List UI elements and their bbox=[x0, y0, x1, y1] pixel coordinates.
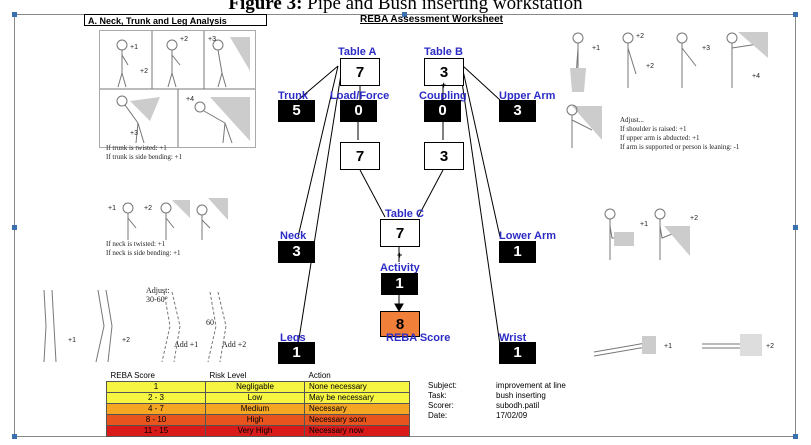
arm-score-1: +1 bbox=[592, 45, 600, 52]
trunk-adjust-note: If trunk is twisted: +1 If trunk is side… bbox=[106, 144, 182, 162]
header-reba-score: REBA Score bbox=[107, 371, 206, 382]
lower-arm-score-1: +1 bbox=[640, 221, 648, 228]
trunk-posture-icon: +1 +2 +2 +3 +4 +3 bbox=[100, 31, 255, 147]
trunk-posture-figures: +1 +2 +2 +3 +4 +3 bbox=[99, 30, 256, 148]
arm-score-2: +2 bbox=[636, 33, 644, 40]
lower-arm-posture-figures: +1 +2 bbox=[590, 206, 720, 262]
header-action: Action bbox=[305, 371, 410, 382]
info-key: Scorer: bbox=[428, 401, 496, 411]
load-force-value: 0 bbox=[340, 100, 377, 122]
score-b-total: 3 bbox=[424, 142, 464, 170]
legs-add2-note: Add +2 bbox=[222, 340, 246, 349]
activity-value: 1 bbox=[381, 273, 418, 295]
legs-add1-note: Add +1 bbox=[174, 340, 198, 349]
plus-sign: + bbox=[397, 250, 402, 260]
reba-score-table: REBA Score Risk Level Action 1 Negligabl… bbox=[106, 371, 410, 437]
neck-value: 3 bbox=[278, 241, 315, 263]
legs-adjust-note: Adjust: 30-60° bbox=[146, 286, 170, 304]
row-action: Necessary soon bbox=[305, 415, 410, 426]
info-key: Subject: bbox=[428, 381, 496, 391]
coupling-value: 0 bbox=[424, 100, 461, 122]
table-row: 4 - 7 Medium Necessary bbox=[107, 404, 410, 415]
upper-arm-posture-figures: +1 +2 +2 +3 +4 bbox=[562, 28, 772, 100]
leg-score-2: +2 bbox=[122, 337, 130, 344]
lower-arm-score-2: +2 bbox=[690, 215, 698, 222]
table-c-value: 7 bbox=[380, 219, 420, 247]
trunk-score-6: +3 bbox=[130, 130, 138, 137]
upper-arm-adjust-note: Adjust... If shoulder is raised: +1 If u… bbox=[620, 116, 739, 152]
row-action: May be necessary bbox=[305, 393, 410, 404]
wrist-score-1: +1 bbox=[664, 343, 672, 350]
wrist-score-2: +2 bbox=[766, 343, 774, 350]
table-header-row: REBA Score Risk Level Action bbox=[107, 371, 410, 382]
row-action: None necessary bbox=[305, 382, 410, 393]
neck-posture-figures: +1 +2 bbox=[104, 196, 228, 242]
legs-60-note: 60 bbox=[206, 318, 214, 327]
row-score: 11 - 15 bbox=[107, 426, 206, 437]
info-value: bush inserting bbox=[496, 391, 572, 401]
wrist-value: 1 bbox=[499, 342, 536, 364]
neck-adjust-note: If neck is twisted: +1 If neck is side b… bbox=[106, 240, 181, 258]
row-score: 2 - 3 bbox=[107, 393, 206, 404]
row-score: 8 - 10 bbox=[107, 415, 206, 426]
assessment-info: Subject:improvement at line Task:bush in… bbox=[428, 381, 572, 421]
neck-posture-icon: +1 +2 bbox=[104, 196, 228, 242]
upper-arm-value: 3 bbox=[499, 100, 536, 122]
trunk-score-3: +2 bbox=[140, 68, 148, 75]
lower-arm-posture-icon: +1 +2 bbox=[590, 206, 720, 262]
info-key: Task: bbox=[428, 391, 496, 401]
neck-score-2: +2 bbox=[144, 205, 152, 212]
plus-sign: + bbox=[441, 80, 446, 90]
trunk-score-4: +3 bbox=[208, 36, 216, 43]
info-value: 17/02/09 bbox=[496, 411, 572, 421]
trunk-score-1: +1 bbox=[130, 44, 138, 51]
row-risk: Medium bbox=[206, 404, 305, 415]
score-a-total: 7 bbox=[340, 142, 380, 170]
info-value: subodh.patil bbox=[496, 401, 572, 411]
table-row: 1 Negligable None necessary bbox=[107, 382, 410, 393]
arm-score-3: +2 bbox=[646, 63, 654, 70]
reba-score-label: REBA Score bbox=[386, 332, 450, 344]
arm-score-5: +4 bbox=[752, 73, 760, 80]
wrist-posture-icon: +1 +2 bbox=[590, 330, 780, 362]
row-score: 1 bbox=[107, 382, 206, 393]
row-action: Necessary bbox=[305, 404, 410, 415]
table-row: 2 - 3 Low May be necessary bbox=[107, 393, 410, 404]
neck-score-1: +1 bbox=[108, 205, 116, 212]
arm-score-4: +3 bbox=[702, 45, 710, 52]
row-risk: High bbox=[206, 415, 305, 426]
row-action: Necessary now bbox=[305, 426, 410, 437]
legs-value: 1 bbox=[278, 342, 315, 364]
row-risk: Very High bbox=[206, 426, 305, 437]
row-risk: Negligable bbox=[206, 382, 305, 393]
shoulder-icon bbox=[562, 100, 608, 150]
upper-arm-posture-icon: +1 +2 +2 +3 +4 bbox=[562, 28, 772, 100]
info-row: Subject:improvement at line bbox=[428, 381, 572, 391]
table-row: 8 - 10 High Necessary soon bbox=[107, 415, 410, 426]
table-row: 11 - 15 Very High Necessary now bbox=[107, 426, 410, 437]
trunk-score-2: +2 bbox=[180, 36, 188, 43]
info-row: Task:bush inserting bbox=[428, 391, 572, 401]
row-risk: Low bbox=[206, 393, 305, 404]
info-row: Date:17/02/09 bbox=[428, 411, 572, 421]
shoulder-raised-figure bbox=[562, 100, 608, 150]
lower-arm-value: 1 bbox=[499, 241, 536, 263]
info-key: Date: bbox=[428, 411, 496, 421]
trunk-score-5: +4 bbox=[186, 96, 194, 103]
row-score: 4 - 7 bbox=[107, 404, 206, 415]
trunk-value: 5 bbox=[278, 100, 315, 122]
wrist-posture-figures: +1 +2 bbox=[590, 330, 780, 362]
table-a-value: 7 bbox=[340, 58, 380, 86]
header-risk-level: Risk Level bbox=[206, 371, 305, 382]
table-b-label: Table B bbox=[424, 46, 463, 58]
table-a-label: Table A bbox=[338, 46, 377, 58]
info-row: Scorer:subodh.patil bbox=[428, 401, 572, 411]
info-value: improvement at line bbox=[496, 381, 572, 391]
leg-score-1: +1 bbox=[68, 337, 76, 344]
